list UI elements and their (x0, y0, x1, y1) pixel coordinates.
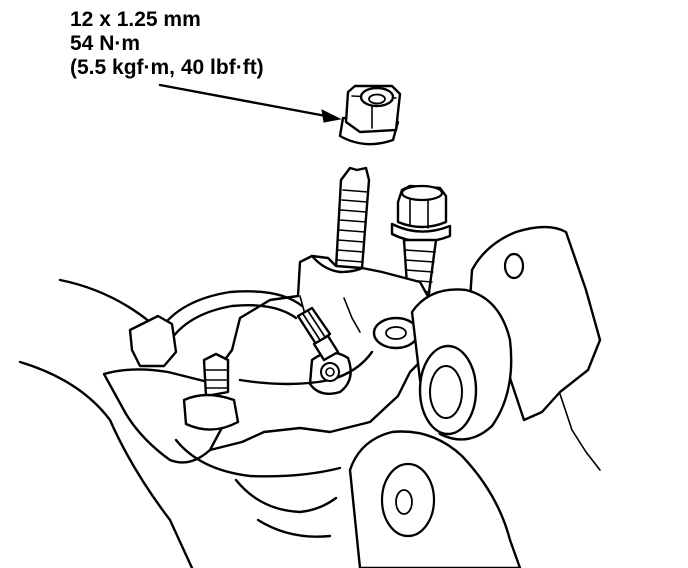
engine-mount-bracket (194, 254, 432, 452)
fastener-size-label: 12 x 1.25 mm (70, 8, 201, 31)
steering-knuckle-housing (18, 278, 342, 568)
threaded-stud-icon (334, 166, 371, 270)
hub-assembly (348, 225, 602, 568)
torque-nm-label: 54 N·m (70, 32, 141, 55)
brake-hose-fitting (158, 290, 340, 362)
torque-alt-label: (5.5 kgf·m, 40 lbf·ft) (70, 56, 264, 79)
leader-arrow-icon (158, 83, 342, 123)
flange-nut-icon (338, 84, 402, 146)
